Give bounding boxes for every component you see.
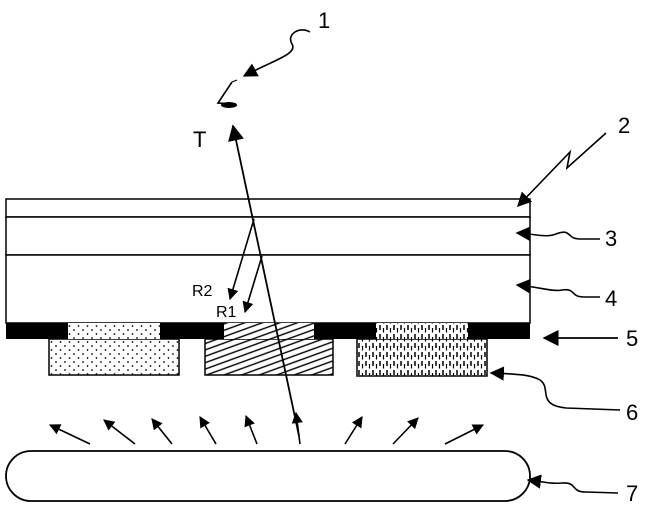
label-r1: R1 xyxy=(216,304,237,321)
filter-block-hatched-top xyxy=(224,323,314,339)
emission-arrow xyxy=(246,416,257,444)
emission-arrow xyxy=(393,418,418,444)
filter-block-dashed xyxy=(357,339,487,376)
label-1: 1 xyxy=(318,8,330,33)
label-7: 7 xyxy=(626,481,638,506)
color-filter-layer xyxy=(49,323,487,376)
layer-3 xyxy=(6,217,530,255)
filter-block-dotted xyxy=(49,339,179,375)
filter-block-dashed-top xyxy=(376,323,468,339)
layer-2 xyxy=(6,199,530,217)
light-source xyxy=(6,451,530,501)
emission-arrow xyxy=(50,425,90,444)
label-5: 5 xyxy=(626,326,638,351)
emission-arrow xyxy=(345,417,362,444)
emission-arrow xyxy=(104,420,135,444)
label-6: 6 xyxy=(626,400,638,425)
layer-stack xyxy=(6,199,530,323)
emission-arrow xyxy=(200,417,216,444)
emission-arrow xyxy=(445,425,483,444)
emission-arrows xyxy=(50,413,483,444)
leader-7 xyxy=(528,480,618,493)
label-r2: R2 xyxy=(192,283,213,300)
label-3: 3 xyxy=(605,226,617,251)
eye-icon xyxy=(218,80,237,108)
leader-6 xyxy=(491,373,620,410)
leader-2 xyxy=(518,133,606,206)
emission-arrow xyxy=(152,419,172,444)
label-2: 2 xyxy=(618,113,630,138)
label-4: 4 xyxy=(605,286,617,311)
filter-block-hatched xyxy=(205,339,333,375)
leader-1 xyxy=(244,30,310,76)
label-t: T xyxy=(193,127,206,152)
filter-block-dotted-top xyxy=(68,323,160,339)
